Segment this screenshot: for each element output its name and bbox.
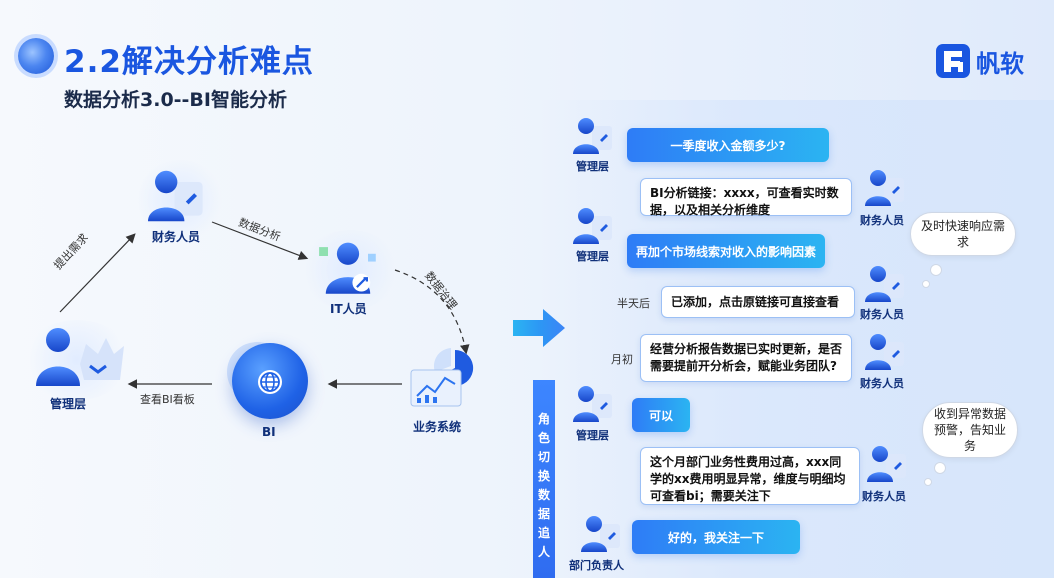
chat-message: 好的，我关注一下 — [632, 520, 800, 554]
edge-finance-it — [211, 221, 309, 260]
finance-avatar-icon — [864, 332, 906, 372]
it-person-icon — [319, 242, 376, 294]
node-bi: BI — [262, 425, 276, 439]
edge-it-biz — [394, 269, 470, 355]
chat-message: 这个月部门业务性费用过高，xxx同学的xx费用明显异常，维度与明细均可查看bi；… — [640, 447, 860, 505]
flow-diagram — [59, 221, 470, 389]
finance-avatar-icon — [866, 444, 908, 484]
chat-message: 可以 — [632, 398, 690, 432]
bar-char: 追 — [537, 526, 550, 540]
bar-char: 据 — [537, 507, 550, 521]
bar-char: 人 — [537, 545, 550, 559]
thought-cloud: 及时快速响应需求 — [910, 212, 1016, 256]
time-label: 半天后 — [617, 297, 650, 310]
role-label-finance: 财务人员 — [860, 214, 904, 227]
manager-avatar-icon — [572, 206, 614, 246]
chat-message: 一季度收入金额多少? — [627, 128, 829, 162]
cloud-dot — [922, 280, 930, 288]
node-finance: 财务人员 — [152, 230, 201, 244]
manager-avatar-icon — [572, 384, 614, 424]
cloud-dot — [930, 264, 942, 276]
bar-char: 数 — [537, 488, 550, 502]
dept-head-avatar-icon — [580, 514, 622, 554]
time-label: 月初 — [611, 353, 633, 366]
finance-avatar-icon — [864, 168, 906, 208]
brand-logo: 帆软 — [936, 44, 1024, 78]
node-it: IT人员 — [330, 302, 367, 316]
chat-message: 经营分析报告数据已实时更新，是否需要提前开分析会，赋能业务团队? — [640, 334, 852, 382]
role-label-manager: 管理层 — [576, 160, 609, 173]
role-label-manager: 管理层 — [576, 429, 609, 442]
role-label-dept: 部门负责人 — [569, 559, 624, 572]
bar-char: 换 — [537, 469, 550, 483]
role-label-finance: 财务人员 — [860, 308, 904, 321]
edge-label-view: 查看BI看板 — [140, 393, 195, 406]
edge-manager-finance — [59, 233, 136, 313]
page-title: 2.2解决分析难点 — [64, 44, 314, 80]
finance-avatar-icon — [864, 264, 906, 304]
business-system-icon — [410, 348, 474, 407]
thought-cloud: 收到异常数据预警，告知业务 — [922, 402, 1018, 458]
title-orb-icon — [18, 38, 54, 74]
page-subtitle: 数据分析3.0--BI智能分析 — [64, 89, 287, 111]
role-label-finance: 财务人员 — [862, 490, 906, 503]
globe-icon — [258, 370, 282, 394]
chat-message: 再加个市场线索对收入的影响因素 — [627, 234, 825, 268]
role-label-manager: 管理层 — [576, 250, 609, 263]
cloud-dot — [934, 462, 946, 474]
role-switch-bar: 角 色 切 换 数 据 追 人 — [533, 380, 555, 578]
finance-person-icon — [146, 168, 206, 224]
bar-char: 色 — [537, 431, 550, 445]
bar-char: 角 — [537, 412, 550, 426]
node-biz: 业务系统 — [413, 420, 462, 434]
chat-message: BI分析链接：xxxx，可查看实时数据，以及相关分析维度 — [640, 178, 852, 217]
cloud-dot — [924, 478, 932, 486]
manager-person-icon — [36, 328, 124, 386]
fanruan-logo-icon — [936, 44, 970, 78]
bar-char: 切 — [537, 450, 550, 464]
chat-message: 已添加，点击原链接可直接查看 — [661, 286, 855, 318]
role-label-finance: 财务人员 — [860, 377, 904, 390]
manager-avatar-icon — [572, 116, 614, 156]
node-manager: 管理层 — [50, 397, 87, 411]
logo-text: 帆软 — [976, 49, 1024, 78]
